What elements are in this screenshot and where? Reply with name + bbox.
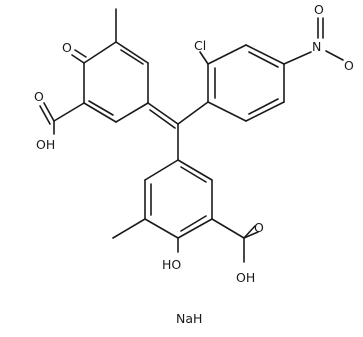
bond: [245, 101, 285, 122]
cyclohexadienone-ring: [83, 41, 149, 123]
carbonyl-double-bond: [39, 105, 51, 125]
methyl-bond: [112, 218, 146, 239]
carbonyl-bond: [243, 231, 259, 239]
double-bond: [120, 49, 144, 65]
bond: [177, 218, 213, 239]
nitro-o-lower-label: O: [344, 58, 354, 73]
bond: [83, 102, 117, 123]
bond: [245, 44, 285, 65]
aryl-bond: [177, 101, 209, 125]
nitro-o-bond: [325, 50, 344, 61]
nitro-n-label: N: [312, 39, 321, 54]
carboxyl-bottom-o-label: O: [254, 220, 264, 235]
ketone-oxygen-label: O: [62, 40, 72, 55]
carbonyl-double-bond: [243, 225, 256, 239]
double-bond: [248, 51, 279, 68]
nitro-bond: [283, 51, 312, 65]
bond: [115, 102, 149, 123]
bond: [115, 41, 149, 64]
chloronitrophenyl-ring: [207, 44, 285, 122]
double-bond: [248, 98, 279, 115]
exocyclic-double-bond-inner: [149, 109, 176, 129]
double-bond: [180, 166, 207, 183]
bond: [177, 159, 213, 181]
bond: [83, 41, 117, 64]
ketone-bond: [71, 54, 85, 64]
chloro-bond: [199, 51, 209, 65]
bond: [207, 101, 247, 122]
carbonyl-bond: [43, 102, 55, 122]
nitro-o-upper-label: O: [314, 2, 324, 17]
bond: [144, 218, 179, 239]
carboxyl-bond: [53, 102, 85, 122]
carboxyl-bottom-oh-label: OH: [236, 270, 255, 285]
carboxyl-bond: [211, 218, 245, 239]
carboxyl-top-o-label: O: [34, 89, 44, 104]
ketone-double-bond: [74, 49, 87, 58]
bond: [144, 159, 179, 181]
hydroxybenzoic-ring: [144, 159, 213, 239]
chloro-label: Cl: [194, 38, 206, 53]
double-bond: [88, 100, 114, 116]
exocyclic-double-bond: [147, 102, 179, 125]
double-bond: [180, 215, 207, 232]
phenol-oh-label: HO: [162, 257, 181, 272]
counterion-label: NaH: [176, 311, 202, 326]
carboxyl-top-oh-label: OH: [36, 137, 55, 152]
bond: [207, 44, 247, 65]
